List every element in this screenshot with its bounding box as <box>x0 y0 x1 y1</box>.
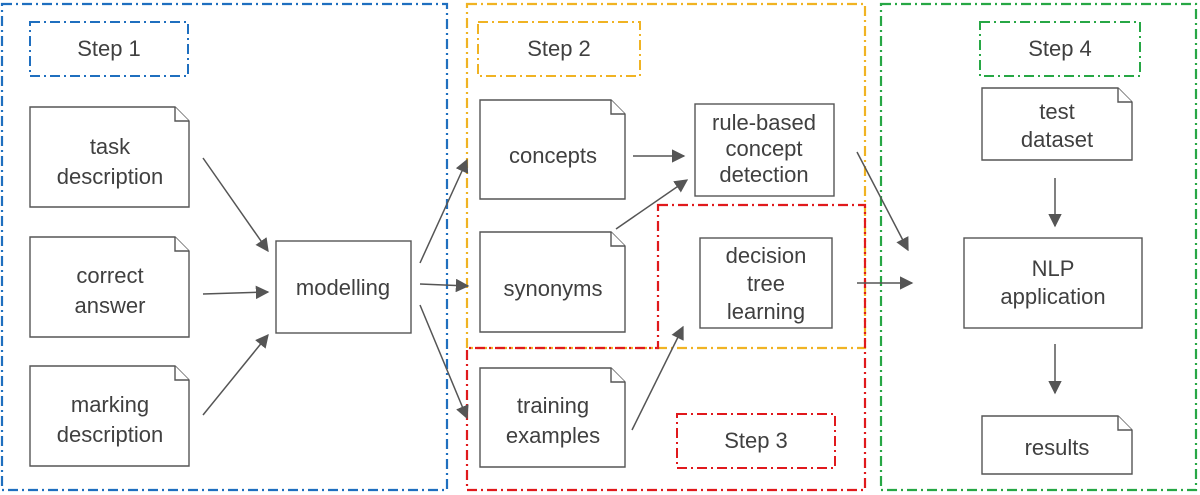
arrow-modelling-to-concepts <box>419 158 469 264</box>
results-node: results <box>981 415 1133 475</box>
marking-description-line-1: marking <box>71 392 149 417</box>
arrow-modelling-to-training <box>419 304 469 420</box>
step3-text: Step 3 <box>724 428 788 453</box>
test-dataset-line-1: test <box>1039 99 1074 124</box>
decision-tree-line-2: tree <box>747 271 785 296</box>
step3-label: Step 3 <box>676 413 836 469</box>
training-examples-line-1: training <box>517 393 589 418</box>
modelling-text: modelling <box>296 275 390 300</box>
training-examples-line-2: examples <box>506 423 600 448</box>
step4-label: Step 4 <box>979 21 1141 77</box>
rule-based-line-3: detection <box>719 162 808 187</box>
arrow-modelling-to-synonyms <box>419 278 470 293</box>
decision-tree-learning-node: decision tree learning <box>699 237 833 329</box>
correct-answer-node: correct answer <box>29 236 190 338</box>
results-text: results <box>1025 435 1090 460</box>
correct-answer-line-2: answer <box>75 293 146 318</box>
arrow-synonyms-to-rule <box>615 179 689 230</box>
concepts-node: concepts <box>479 99 626 200</box>
rule-based-line-1: rule-based <box>712 110 816 135</box>
rule-based-line-2: concept <box>725 136 802 161</box>
task-description-line-2: description <box>57 164 163 189</box>
arrow-rule-to-nlp <box>856 151 909 252</box>
training-examples-node: training examples <box>479 367 626 468</box>
step2-region <box>465 2 867 350</box>
marking-description-line-2: description <box>57 422 163 447</box>
step1-region <box>0 2 449 492</box>
nlp-application-line-1: NLP <box>1032 256 1075 281</box>
nlp-application-node: NLP application <box>963 237 1143 329</box>
arrow-answer-to-modelling <box>202 285 270 300</box>
synonyms-text: synonyms <box>503 276 602 301</box>
decision-tree-line-1: decision <box>726 243 807 268</box>
nlp-application-line-2: application <box>1000 284 1105 309</box>
step2-text: Step 2 <box>527 36 591 61</box>
marking-description-node: marking description <box>29 365 190 467</box>
synonyms-node: synonyms <box>479 231 626 333</box>
concepts-text: concepts <box>509 143 597 168</box>
modelling-node: modelling <box>275 240 412 334</box>
decision-tree-line-3: learning <box>727 299 805 324</box>
arrow-marking-to-modelling <box>202 333 269 416</box>
test-dataset-line-2: dataset <box>1021 127 1093 152</box>
step4-text: Step 4 <box>1028 36 1092 61</box>
test-dataset-node: test dataset <box>981 87 1133 161</box>
step2-label: Step 2 <box>477 21 641 77</box>
task-description-node: task description <box>29 106 190 208</box>
arrow-task-to-modelling <box>202 157 269 253</box>
task-description-line-1: task <box>90 134 131 159</box>
step1-text: Step 1 <box>77 36 141 61</box>
step1-label: Step 1 <box>29 21 189 77</box>
correct-answer-line-1: correct <box>76 263 143 288</box>
arrow-training-to-tree <box>631 325 684 431</box>
step3-region <box>465 203 867 492</box>
